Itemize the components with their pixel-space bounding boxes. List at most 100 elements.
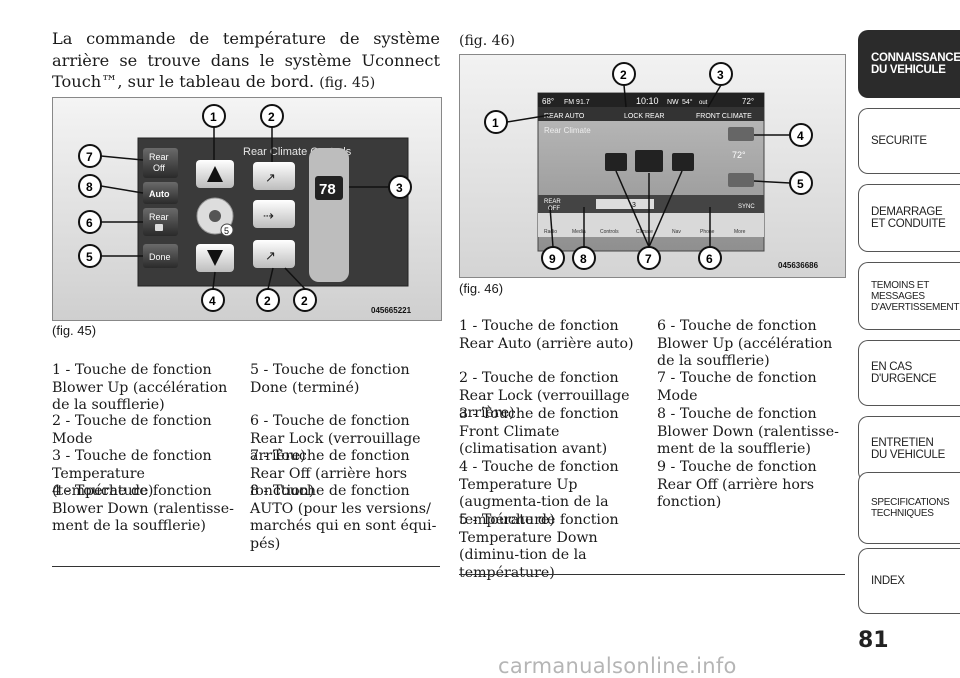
svg-text:out: out [699, 100, 708, 106]
svg-text:Rear: Rear [149, 212, 169, 222]
svg-text:7: 7 [86, 150, 93, 164]
svg-text:54°: 54° [682, 98, 693, 106]
watermark: carmanualsonline.info [498, 654, 737, 678]
legend-item: 9 - Touche de fonction Rear Off (arrière… [657, 459, 817, 510]
svg-text:Done: Done [149, 252, 171, 262]
intro-figref: (fig. 45) [319, 75, 376, 91]
svg-text:8: 8 [86, 180, 93, 194]
svg-text:⇢: ⇢ [263, 208, 274, 223]
legend-45-col1: 1 - Touche de fonction Blower Up (accélé… [52, 362, 242, 536]
svg-text:10:10: 10:10 [636, 96, 659, 106]
divider-46 [459, 574, 845, 575]
svg-text:Phone: Phone [700, 229, 715, 235]
svg-text:↗: ↗ [265, 248, 276, 263]
svg-text:2: 2 [264, 294, 271, 308]
svg-text:2: 2 [301, 294, 308, 308]
legend-item: 5 - Touche de fonction Temperature Down … [459, 512, 619, 581]
svg-text:5: 5 [797, 177, 804, 191]
legend-item: 6 - Touche de fonction Rear Lock (verrou… [250, 413, 421, 464]
svg-text:1: 1 [492, 116, 499, 130]
callouts-fig46: 2 3 1 4 5 9 8 7 6 [484, 62, 813, 270]
fan-level-badge [220, 223, 234, 237]
tab-index[interactable]: INDEX [858, 548, 960, 614]
svg-text:Auto: Auto [149, 189, 170, 199]
svg-text:OFF: OFF [548, 206, 560, 212]
tab-securite[interactable]: SECURITE [858, 108, 960, 174]
tab-rear-auto: REAR AUTO [544, 113, 585, 120]
legend-item: 4 - Touche de fonction Blower Down (rale… [52, 483, 234, 534]
legend-item: 7 - Touche de fonction Rear Off (arrière… [250, 448, 410, 499]
figure-46-code: 045636686 [778, 261, 819, 270]
svg-text:Climate: Climate [636, 229, 653, 235]
svg-text:68°: 68° [542, 97, 554, 106]
svg-text:5: 5 [224, 226, 229, 236]
svg-text:4: 4 [797, 129, 804, 143]
svg-text:Rear: Rear [149, 152, 169, 162]
legend-46-col1: 1 - Touche de fonction Rear Auto (arrièr… [459, 318, 651, 582]
legend-item: 8 - Touche de fonction AUTO (pour les ve… [250, 483, 437, 552]
temperature-slider [309, 148, 349, 282]
legend-item: 3 - Touche de fonction Front Climate (cl… [459, 406, 619, 457]
legend-46-col2: 6 - Touche de fonction Blower Up (accélé… [657, 318, 847, 512]
figure-45-caption: (fig. 45) [52, 323, 97, 338]
mode-button-1 [253, 162, 295, 190]
temp-value: 72° [732, 150, 746, 160]
figure-45-photo: Rear Climate Controls Rear Off Auto Rear… [52, 97, 442, 321]
mode-button-3 [253, 240, 295, 268]
svg-text:5: 5 [86, 250, 93, 264]
svg-text:2: 2 [268, 110, 275, 124]
temperature-value: 78 [319, 181, 336, 198]
svg-text:More: More [734, 229, 746, 235]
svg-text:↗: ↗ [265, 170, 276, 185]
tab-lock-rear: LOCK REAR [624, 113, 664, 120]
svg-text:8: 8 [580, 252, 587, 266]
mode-button-2 [253, 200, 295, 228]
figure-46-label: (fig. 46) [459, 33, 515, 49]
svg-text:4: 4 [209, 294, 216, 308]
figure-46-photo: 68° FM 91.7 10:10 NW 54° out 72° REAR AU… [459, 54, 846, 278]
svg-text:NW: NW [667, 99, 679, 106]
svg-text:72°: 72° [742, 97, 754, 106]
page-number: 81 [858, 628, 889, 653]
rear-climate-title: Rear Climate [544, 126, 591, 135]
svg-text:SYNC: SYNC [738, 204, 755, 210]
figure-46-caption: (fig. 46) [459, 281, 504, 296]
legend-item: 2 - Touche de fonction Mode [52, 413, 212, 447]
intro-text: La commande de température de système ar… [52, 29, 440, 91]
legend-item: 7 - Touche de fonction Mode [657, 370, 817, 404]
svg-text:Radio: Radio [544, 229, 557, 235]
svg-text:FM 91.7: FM 91.7 [564, 99, 590, 106]
legend-45-col2: 5 - Touche de fonction Done (terminé) 6 … [250, 362, 442, 553]
figure-45-code: 045665221 [371, 306, 412, 315]
svg-text:9: 9 [549, 252, 556, 266]
legend-item: 1 - Touche de fonction Blower Up (accélé… [52, 362, 228, 413]
legend-item: 2 - Touche de fonction Rear Lock (verrou… [459, 370, 630, 421]
svg-text:Off: Off [153, 163, 165, 173]
svg-text:Controls: Controls [600, 229, 619, 235]
svg-text:Media: Media [572, 229, 586, 235]
legend-item: 3 - Touche de fonction Temperature (temp… [52, 448, 212, 499]
svg-text:1: 1 [210, 110, 217, 124]
svg-text:REAR: REAR [544, 199, 561, 205]
rear-lock-button [143, 208, 178, 236]
legend-item: 6 - Touche de fonction Blower Up (accélé… [657, 318, 833, 369]
done-button [143, 244, 178, 268]
legend-item: 4 - Touche de fonction Temperature Up (a… [459, 459, 619, 528]
arrow-up-icon [207, 166, 223, 182]
intro-paragraph: La commande de température de système ar… [52, 28, 440, 95]
divider-45 [52, 566, 440, 567]
callouts-fig45: 1 2 7 8 6 5 3 4 2 2 [78, 104, 412, 312]
legend-item: 8 - Touche de fonction Blower Down (rale… [657, 406, 839, 457]
legend-item: 5 - Touche de fonction Done (terminé) [250, 362, 410, 396]
svg-text:6: 6 [86, 216, 93, 230]
svg-text:Nav: Nav [672, 229, 681, 235]
svg-text:7: 7 [645, 252, 652, 266]
svg-text:3: 3 [632, 202, 636, 209]
